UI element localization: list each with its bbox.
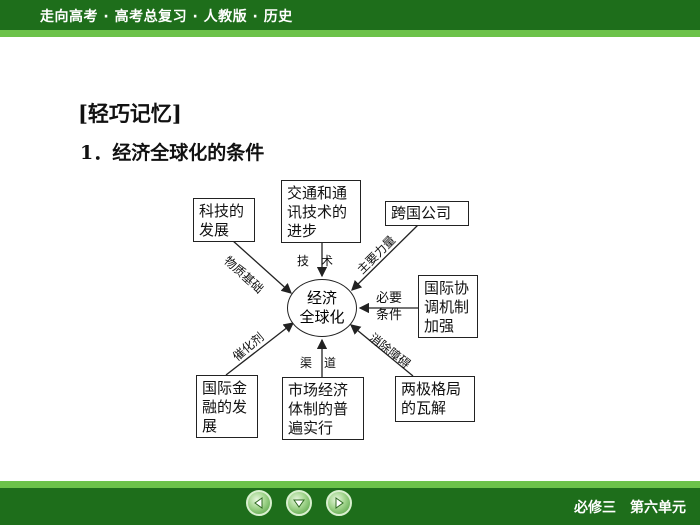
node-intl-coord: 国际协 调机制 加强	[418, 275, 478, 338]
arrow-bipolar	[349, 324, 414, 377]
label-channel: 渠 道	[300, 356, 337, 370]
arrow-multinational	[351, 224, 419, 291]
arrow-tech-dev	[231, 239, 292, 294]
node-intl-finance: 国际金 融的发 展	[196, 375, 258, 438]
arrow-intl-finance	[225, 322, 295, 376]
node-transport-text: 交通和通 讯技术的 进步	[287, 184, 348, 240]
node-tech-dev: 科技的 发展	[193, 198, 255, 242]
header-stripe	[0, 30, 700, 37]
node-market: 市场经济 体制的普 遍实行	[282, 377, 364, 440]
node-market-text: 市场经济 体制的普 遍实行	[288, 381, 349, 437]
header-bar: 走向高考 · 高考总复习 · 人教版 · 历史	[0, 0, 700, 30]
prev-button[interactable]	[246, 490, 272, 516]
node-bipolar-text: 两极格局 的瓦解	[401, 380, 462, 417]
node-bipolar: 两极格局 的瓦解	[395, 376, 475, 422]
node-transport: 交通和通 讯技术的 进步	[281, 180, 361, 243]
header-title: 走向高考 · 高考总复习 · 人教版 · 历史	[40, 9, 293, 25]
node-intl-finance-text: 国际金 融的发 展	[202, 379, 248, 435]
center-line-2: 全球化	[299, 308, 345, 326]
node-multinational: 跨国公司	[385, 201, 469, 226]
node-multinational-text: 跨国公司	[391, 204, 452, 222]
right-arrow-icon	[335, 497, 344, 509]
center-node: 经济 全球化	[287, 279, 357, 337]
label-necessary: 必要 条件	[376, 291, 403, 323]
page-heading: 1．经济全球化的条件	[80, 142, 265, 164]
down-arrow-icon	[293, 499, 305, 508]
footer-text: 必修三 第六单元	[574, 500, 686, 516]
center-line-1: 经济	[306, 289, 337, 307]
label-tech: 技 术	[297, 254, 334, 268]
down-button[interactable]	[286, 490, 312, 516]
left-arrow-icon	[254, 497, 263, 509]
footer-stripe	[0, 481, 700, 488]
section-label: [轻巧记忆]	[78, 101, 182, 126]
node-tech-dev-text: 科技的 发展	[199, 202, 245, 239]
next-button[interactable]	[326, 490, 352, 516]
node-intl-coord-text: 国际协 调机制 加强	[424, 279, 470, 335]
